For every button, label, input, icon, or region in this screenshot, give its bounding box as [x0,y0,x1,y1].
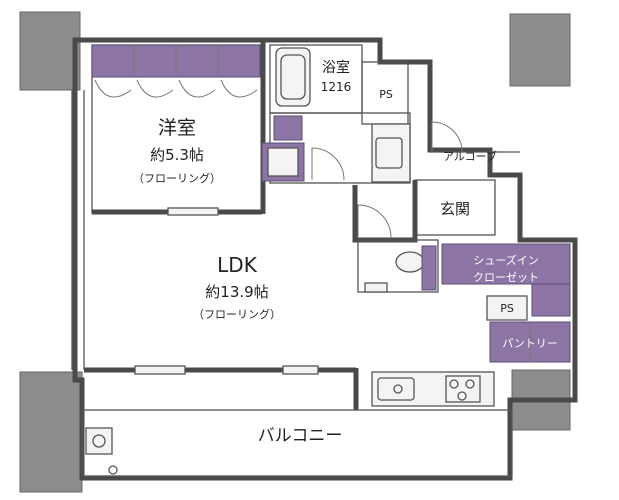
washing-machine-inner [267,147,299,177]
bath-name: 浴室 [322,59,350,76]
corridor-wall [352,180,418,243]
balcony-hatch [108,465,118,475]
western-room-name: 洋室 [158,117,196,139]
ps-lower-box [486,295,528,321]
outer-wall [72,37,578,481]
toilet-tank [421,245,437,291]
ldk-area: 約13.9帖 [205,283,268,301]
kitchen-tap [393,384,403,394]
western-room-area: 約5.3帖 [150,146,204,164]
toilet [395,251,425,273]
balcony-drain [92,434,106,448]
shoes-closet-shelf [531,283,571,317]
western-room-floor: （フローリング） [133,171,221,185]
ldk-window-1 [134,365,186,375]
ldk-window-2 [282,365,319,375]
balcony-label: バルコニー [258,426,343,446]
kitchen-sink [377,377,415,401]
toilet-sink [364,282,388,293]
burner-3 [457,391,467,401]
shoes-closet-line2: クローゼット [473,271,539,284]
bath-size: 1216 [321,80,352,94]
bathtub-inner [280,54,306,100]
stove [445,375,481,403]
toilet-room [357,239,439,293]
pantry-label: パントリー [502,337,558,350]
wash-basin [371,123,411,183]
closet-door-arcs [94,79,258,98]
burner-1 [449,379,459,389]
wash-basin-bowl [375,137,403,169]
ps-lower-label: PS [500,302,514,315]
washroom-door [311,147,345,181]
bathtub [275,47,311,107]
balcony-outdoor-unit [85,427,113,455]
alcove-label: アルコーブ [443,149,497,163]
burner-2 [465,379,475,389]
ldk-floor: （フローリング） [193,307,281,321]
entrance-door [431,121,463,153]
balcony-area [81,409,513,477]
column-top-right [509,13,571,87]
entrance-label: 玄関 [440,200,470,218]
column-bottom-left [19,371,83,493]
western-door [167,207,219,216]
shoes-closet-line1: シューズイン [473,253,538,267]
washroom-cabinet [273,115,303,141]
ps-upper-label: PS [379,88,393,101]
ldk-name: LDK [217,253,258,277]
shoes-closet-area [441,243,571,285]
column-top-left [19,11,81,91]
toilet-door [357,204,392,239]
